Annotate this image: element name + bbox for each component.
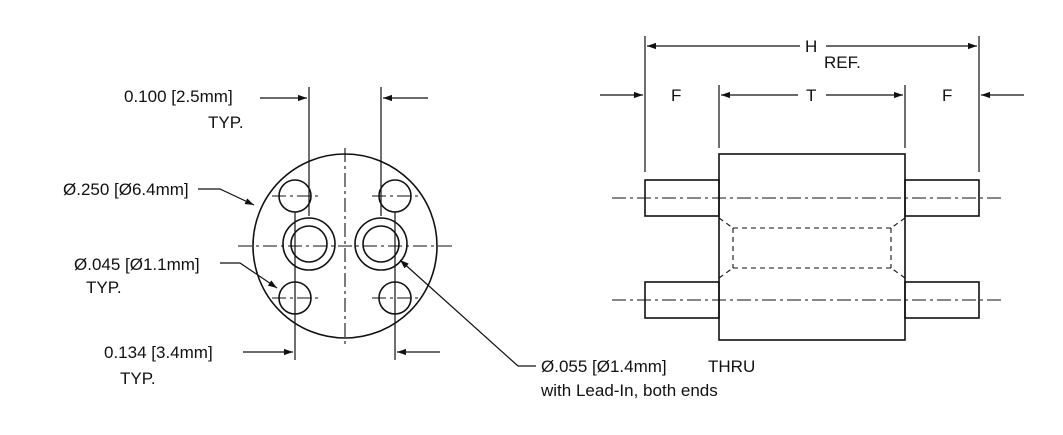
right-f-label: F <box>942 86 952 105</box>
hole-spacing-typ: TYP. <box>120 369 156 388</box>
hole-spacing-label: 0.134 [3.4mm] <box>104 343 213 362</box>
pin-spacing-typ: TYP. <box>208 113 244 132</box>
hidden-thru-hole <box>718 217 906 279</box>
thru-hole-right-inner <box>362 225 400 263</box>
thru-hole-leader <box>399 259 536 367</box>
thru-hole-left-outer <box>282 217 336 271</box>
diameter-leader <box>198 188 255 206</box>
small-hole-typ: TYP. <box>86 278 122 297</box>
end-view: 0.100 [2.5mm] TYP. Ø.250 [Ø6.4mm] Ø.045 … <box>63 87 755 400</box>
height-label: H <box>805 37 817 56</box>
diameter-label: Ø.250 [Ø6.4mm] <box>63 180 189 199</box>
thru-hole-left-inner <box>290 225 328 263</box>
small-hole-centerlines <box>272 195 418 299</box>
side-view: H REF. T F F <box>600 36 1024 341</box>
thickness-label: T <box>806 86 816 105</box>
thru-label: THRU <box>708 357 755 376</box>
body-rectangle <box>718 153 906 341</box>
left-f-label: F <box>671 86 681 105</box>
small-hole-leader <box>220 262 278 289</box>
thru-hole-right-outer <box>354 217 408 271</box>
small-hole-label: Ø.045 [Ø1.1mm] <box>74 255 200 274</box>
pin-spacing-label: 0.100 [2.5mm] <box>124 87 233 106</box>
lead-in-label: with Lead-In, both ends <box>540 381 718 400</box>
ref-label: REF. <box>824 53 861 72</box>
thru-hole-label: Ø.055 [Ø1.4mm] <box>541 357 667 376</box>
